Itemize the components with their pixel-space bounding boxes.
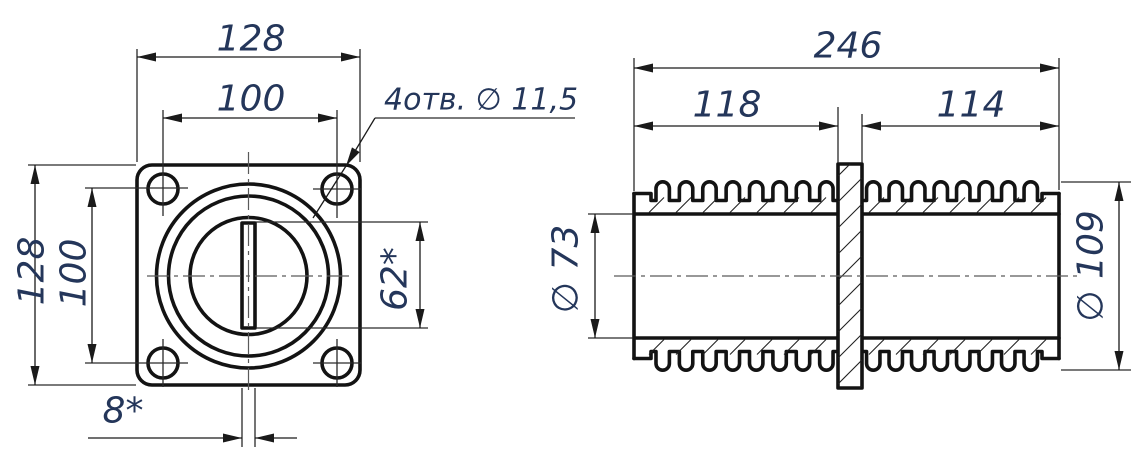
- dim-width-total-label: 128: [217, 19, 286, 60]
- dim-length-right-label: 114: [937, 85, 1006, 126]
- dim-height-total-label: 128: [12, 237, 53, 306]
- dimension-lines: [30, 52, 1124, 443]
- holes-note-label: 4отв. ∅ 11,5: [384, 83, 578, 118]
- right-view-ribbed-body-section: [632, 162, 1061, 390]
- dim-bore-diameter-label: ∅ 73: [546, 225, 587, 314]
- dim-slot-width-label: 8*: [103, 391, 144, 432]
- corrugated-profile: [632, 180, 1061, 372]
- dim-width-holes-label: 100: [217, 79, 286, 120]
- dim-slot-height-label: 62*: [375, 247, 416, 311]
- centerlines: [147, 152, 1080, 390]
- holes-leader-line: [345, 117, 376, 167]
- collar-hatching: [838, 164, 862, 388]
- dim-length-total-label: 246: [814, 26, 883, 67]
- dim-length-left-label: 118: [693, 85, 762, 126]
- dim-outer-diameter-label: ∅ 109: [1071, 210, 1112, 322]
- dim-height-holes-label: 100: [54, 239, 95, 308]
- section-hatching: [648, 197, 1047, 355]
- dimension-labels: 128 100 128 100 62* 8* 4отв. ∅ 11,5 246 …: [12, 19, 1112, 432]
